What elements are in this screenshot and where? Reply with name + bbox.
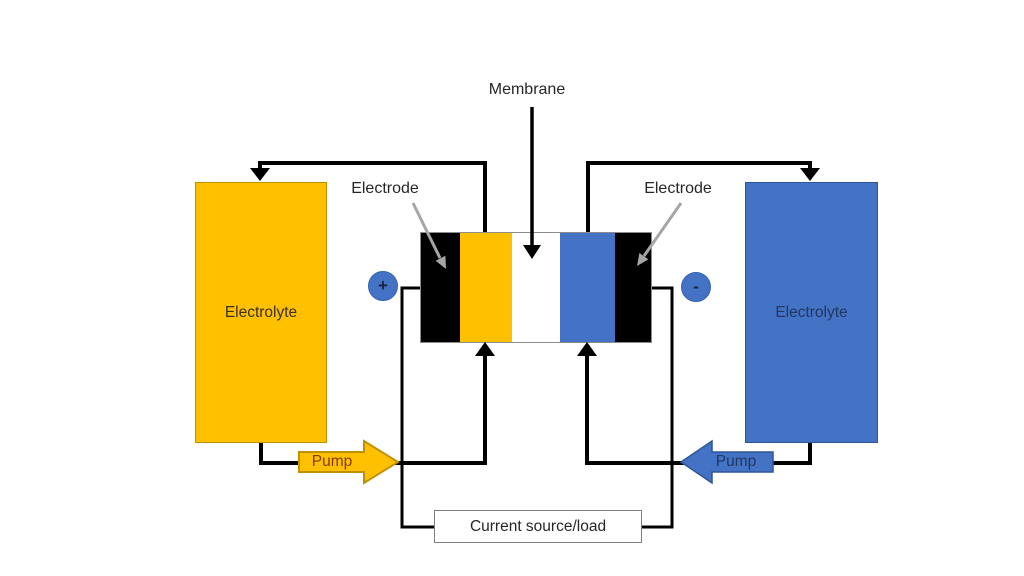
- membrane-block: [512, 233, 560, 342]
- cell-stack: [420, 232, 652, 343]
- electrode-block-left: [421, 233, 460, 342]
- plus-icon: +: [378, 276, 388, 295]
- negative-terminal-badge: -: [681, 272, 711, 302]
- electrolyte-tank-right-label: Electrolyte: [775, 303, 848, 321]
- half-cell-left: [459, 233, 513, 342]
- electrolyte-tank-right: Electrolyte: [745, 182, 878, 443]
- electrode-block-right: [615, 233, 651, 342]
- arrowhead-into-left-tank-icon: [250, 168, 270, 181]
- electrode-right-label: Electrode: [644, 180, 712, 197]
- arrowhead-into-stack-left-icon: [475, 342, 495, 356]
- electrolyte-tank-left: Electrolyte: [195, 182, 327, 443]
- electrode-left-label: Electrode: [351, 180, 419, 197]
- arrowhead-into-stack-right-icon: [577, 342, 597, 356]
- minus-icon: -: [693, 277, 699, 296]
- current-source-load-box: Current source/load: [434, 510, 642, 543]
- pump-right-label: Pump: [715, 453, 757, 470]
- positive-terminal-badge: +: [368, 271, 398, 301]
- electrolyte-tank-left-label: Electrolyte: [224, 303, 298, 321]
- current-source-load-label: Current source/load: [469, 517, 607, 535]
- half-cell-right: [559, 233, 616, 342]
- arrowhead-into-right-tank-icon: [800, 168, 820, 181]
- membrane-label: Membrane: [488, 81, 566, 98]
- pump-left-label: Pump: [311, 453, 353, 470]
